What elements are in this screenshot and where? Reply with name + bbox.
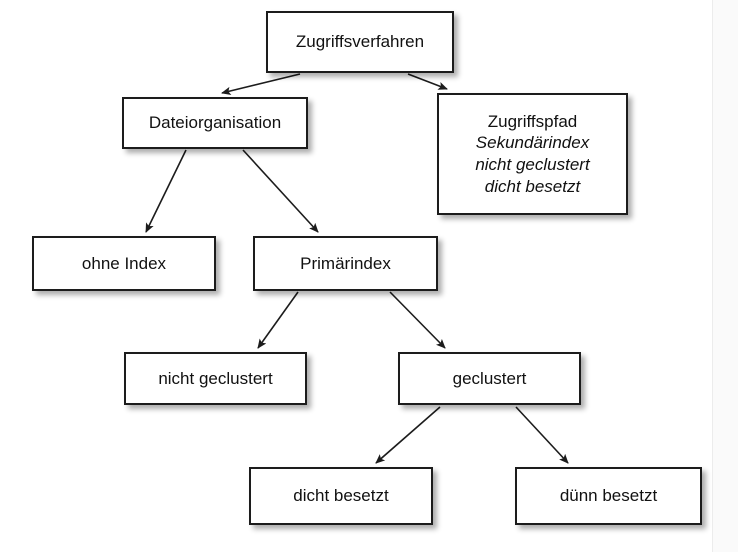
node-label-line: dünn besetzt	[559, 486, 658, 506]
node-label: dünn besetzt	[517, 485, 700, 507]
node-label: dicht besetzt	[251, 485, 431, 507]
node-label-line: Dateiorganisation	[148, 113, 282, 133]
edge-group	[145, 73, 569, 464]
edge-zugriffsverfahren-to-zugriffspfad	[407, 73, 448, 90]
node-label-line: geclustert	[452, 368, 527, 388]
node-label-line: Sekundärindex	[475, 133, 590, 153]
node-label-line: ohne Index	[81, 253, 167, 273]
node-dicht-besetzt[interactable]: dicht besetzt	[249, 467, 433, 525]
edge-dateiorganisation-to-ohne-index	[145, 149, 187, 233]
node-label: geclustert	[400, 368, 579, 390]
node-zugriffsverfahren[interactable]: Zugriffsverfahren	[266, 11, 454, 73]
edge-primaerindex-to-nicht-geclustert	[257, 291, 299, 349]
node-nicht-geclustert[interactable]: nicht geclustert	[124, 352, 307, 405]
node-label-line: Primärindex	[300, 253, 391, 273]
node-primaerindex[interactable]: Primärindex	[253, 236, 438, 291]
node-label: ohne Index	[34, 253, 214, 275]
node-label: Zugriffsverfahren	[268, 31, 452, 53]
edge-geclustert-to-dicht-besetzt	[375, 406, 441, 464]
edge-dateiorganisation-to-primaerindex	[242, 149, 319, 233]
node-label-line: Zugriffspfad	[487, 111, 578, 131]
right-edge-sliver	[738, 0, 741, 552]
node-label-line: nicht geclustert	[475, 155, 590, 174]
node-label-line: nicht geclustert	[158, 368, 273, 388]
edge-geclustert-to-duenn-besetzt	[515, 406, 569, 464]
edge-zugriffsverfahren-to-dateiorganisation	[221, 73, 301, 95]
node-geclustert[interactable]: geclustert	[398, 352, 581, 405]
edge-primaerindex-to-geclustert	[389, 291, 446, 349]
node-label: Dateiorganisation	[124, 112, 306, 134]
node-label: Primärindex	[255, 253, 436, 275]
node-label-line: dicht besetzt	[484, 176, 581, 196]
right-panel-strip	[712, 0, 741, 552]
node-ohne-index[interactable]: ohne Index	[32, 236, 216, 291]
node-dateiorganisation[interactable]: Dateiorganisation	[122, 97, 308, 149]
node-duenn-besetzt[interactable]: dünn besetzt	[515, 467, 702, 525]
node-label-line: Zugriffsverfahren	[295, 32, 425, 52]
node-label: nicht geclustert	[126, 368, 305, 390]
node-label-line: dicht besetzt	[293, 486, 389, 506]
